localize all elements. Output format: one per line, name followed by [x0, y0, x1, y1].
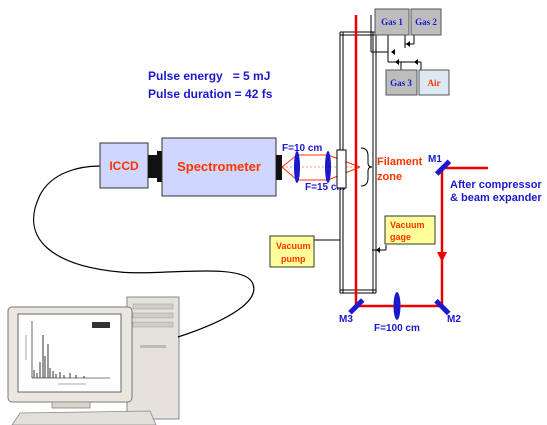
input-beam-label-2: & beam expander — [450, 192, 542, 204]
mirror-m1 — [434, 159, 452, 176]
gas-3-cylinder — [385, 69, 418, 96]
beam-direction-arrow — [437, 252, 447, 262]
vacuum-gage — [384, 215, 436, 245]
filament-zone-label-2: zone — [377, 171, 402, 183]
lens-f15 — [325, 151, 331, 183]
lens-f15-label: F=15 cm — [305, 182, 345, 193]
mirror-m2-label: M2 — [447, 314, 461, 325]
vacuum-gage-label-1: Vacuum — [390, 220, 425, 230]
gas-valves — [391, 41, 418, 65]
gas-2-label: Gas 2 — [415, 17, 437, 27]
iccd-label: ICCD — [109, 159, 139, 173]
filament-zone-label-1: Filament — [377, 156, 423, 168]
pulse-energy-label: Pulse energy = 5 mJ — [148, 69, 270, 83]
data-cable — [33, 165, 255, 338]
gas-1-label: Gas 1 — [381, 17, 403, 27]
iccd-camera — [99, 142, 149, 189]
mirror-m3-label: M3 — [339, 314, 353, 325]
gas-1-cylinder — [374, 8, 410, 36]
mirror-m3 — [348, 298, 365, 315]
vacuum-pump — [269, 235, 315, 268]
air-cylinder — [418, 69, 450, 96]
lens-f10-label: F=10 cm — [282, 143, 322, 154]
spectrometer-label: Spectrometer — [177, 159, 261, 174]
vacuum-gage-label-2: gage — [390, 232, 411, 242]
lens-f100-label: F=100 cm — [374, 323, 420, 334]
gas-3-label: Gas 3 — [390, 78, 412, 88]
keyboard — [11, 410, 157, 425]
air-label: Air — [428, 78, 441, 88]
collection-optics-light-path — [281, 154, 361, 181]
vacuum-pump-label-1: Vacuum — [276, 241, 311, 251]
input-beam-label-1: After compressor — [450, 179, 542, 191]
computer — [7, 296, 180, 425]
vacuum-pump-label-2: pump — [281, 254, 306, 264]
mirror-m1-label: M1 — [428, 154, 442, 165]
pulse-duration-label: Pulse duration = 42 fs — [148, 87, 273, 101]
mirror-m2 — [434, 298, 451, 316]
lens-f10 — [294, 151, 300, 183]
gas-2-cylinder — [410, 8, 442, 36]
lens-f100 — [393, 292, 401, 320]
spectrum-plot-on-screen — [25, 321, 110, 385]
filament-brace — [360, 147, 373, 187]
